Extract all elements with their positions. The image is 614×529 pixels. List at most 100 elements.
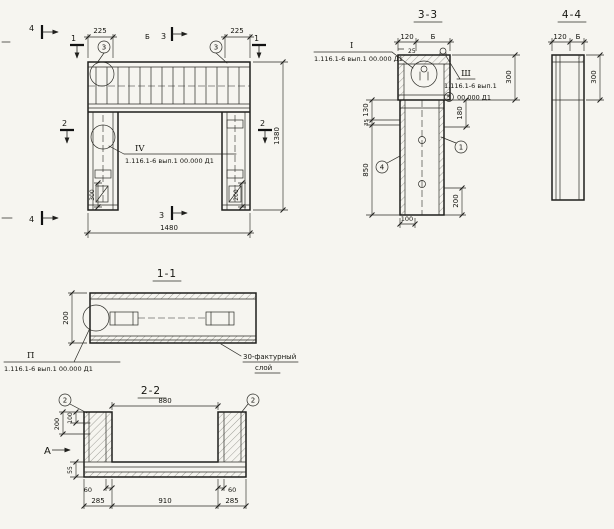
section-4-4-title: 4-4: [562, 9, 582, 21]
leg-wall-hatch-left: [400, 100, 405, 215]
section-1-1-dimension-ticks: [69, 290, 75, 346]
balloon-2-left-leader: [69, 403, 88, 414]
balloon-1-leader: [440, 136, 457, 144]
layer-note-underlines-and-leader: [220, 343, 299, 374]
detail-circle-left-leg: [90, 124, 116, 150]
note-right-line2: 00.000 Д1: [457, 94, 491, 102]
cut-label-2-right: 2: [260, 119, 265, 128]
series-note-text: 1.116.1-6 вып.1 00.000 Д1: [4, 365, 93, 373]
cut-label-2-left: 2: [62, 119, 67, 128]
leg-hole-lower: [418, 180, 426, 188]
section-4-4-outline: [551, 54, 585, 201]
textured-layer-hatch: [90, 336, 256, 343]
dim-285-right: 285: [225, 497, 238, 505]
dim-1480: 1480: [160, 224, 178, 232]
dim-35: 35: [364, 119, 370, 126]
dim-60-right: 60: [228, 486, 236, 494]
dim-b: Б: [576, 33, 581, 41]
balloon-3-left: 3: [102, 44, 106, 52]
dim-100: 100: [67, 412, 74, 424]
cut-label-3-bottom: 3: [159, 211, 164, 220]
balloon-3-right: 3: [214, 44, 218, 52]
section-4-4-hatch: [578, 55, 584, 62]
section-1-1-title: 1-1: [157, 268, 177, 280]
beam-top-flange-hatch: [398, 55, 450, 64]
section-4-4-details: [551, 54, 585, 201]
dim-120: 120: [553, 33, 566, 41]
dim-200: 200: [452, 194, 460, 207]
dim-leg-left-300: 300: [89, 189, 96, 201]
main-dimension-ticks: [85, 34, 286, 236]
balloon-1: 1: [459, 144, 463, 152]
beam-ribs-and-walls: [87, 66, 251, 211]
layer-note-line1: 30-фактурный: [243, 353, 296, 361]
embed-plate-left-lower: [95, 185, 109, 203]
dim-1380: 1380: [273, 127, 281, 145]
cut-label-3-top: 3: [161, 32, 166, 41]
beam-wall-hatch-right: [444, 64, 450, 100]
balloon-5: 5: [447, 94, 451, 102]
balloon-4-circle: [375, 160, 389, 174]
section-3-3-details: [397, 52, 451, 216]
section-2-2-dimension-ticks: [60, 403, 249, 509]
dim-leg-right-200: 200: [233, 189, 240, 201]
section-2-2-title: 2-2: [141, 385, 161, 397]
main-dimension-lines: [84, 34, 288, 238]
dim-120: 120: [400, 33, 413, 41]
balloon-5-circle: [444, 92, 454, 102]
cut-label-4-bottom: 4: [29, 215, 34, 224]
balloon-3-leaders: [96, 52, 228, 64]
section-4-4-dimension-lines: [548, 38, 604, 101]
balloon-4: 4: [380, 164, 385, 172]
dim-55: 55: [67, 466, 74, 474]
dim-b: Б: [431, 33, 436, 41]
anchor-loop-small: [420, 65, 428, 73]
section-4-4-dimension-ticks: [549, 39, 603, 103]
balloon-2-right-leader: [240, 403, 249, 414]
flange-hatch-left: [84, 412, 112, 462]
dim-225-right: 225: [230, 27, 243, 35]
dim-200: 200: [62, 311, 70, 324]
note-right-underline-and-leader: [445, 55, 476, 80]
beam-wall-hatch-left: [398, 64, 404, 100]
main-elevation-view: 4 4 1 1 2 2 3 3 Б 3 3 225 225 1380 1480 …: [29, 24, 288, 238]
flange-hatch-right: [218, 412, 246, 462]
rib-label: Б: [145, 33, 150, 41]
section-3-3-title: 3-3: [418, 9, 438, 21]
dim-60-left: 60: [84, 486, 92, 494]
embed-channel-left: [109, 311, 139, 326]
section-3-3: 3-3 120 Б 25 300 130 35 850 180 200 100 …: [313, 9, 520, 228]
dim-100: 100: [401, 215, 413, 223]
series-note-text: 1.116.1-6 вып.1 00.000 Д1: [125, 157, 214, 165]
series-note-leader: [108, 145, 237, 155]
frame-outline: [87, 61, 251, 211]
series-note-line-and-leader: [3, 327, 121, 363]
note-top-text: 1.116.1-6 вып.1 00.000 Д1: [314, 55, 403, 63]
section-3-3-dimension-ticks: [369, 39, 518, 227]
section-4-4: 4-4 120 Б 300: [548, 9, 604, 201]
weld-mark-II: П: [27, 351, 34, 361]
section-2-2: 2-2 2 2 880 100 200 55 А 60 60 285 910 2…: [44, 385, 260, 509]
dim-225-left: 225: [93, 27, 106, 35]
channel-section-outline: [83, 411, 247, 478]
dim-300: 300: [505, 70, 513, 83]
dim-880: 880: [158, 397, 171, 405]
detail-circle-panel-end: [82, 304, 110, 332]
balloon-2-right-circle: [246, 393, 260, 407]
balloon-2-left-circle: [58, 393, 72, 407]
lifting-loop: [439, 47, 447, 55]
dim-300: 300: [590, 70, 598, 83]
dim-25: 25: [408, 48, 416, 55]
balloon-1-circle: [454, 140, 468, 154]
cut-label-1-left: 1: [71, 34, 76, 43]
cut-label-4-top: 4: [29, 24, 34, 33]
dim-910: 910: [158, 497, 171, 505]
section-3-3-dimension-lines: [366, 38, 520, 228]
leg-hole-upper: [418, 136, 426, 144]
dim-850: 850: [362, 163, 370, 176]
detail-circle-anchor: [410, 60, 438, 88]
balloon-4-leader: [386, 155, 401, 164]
dim-200: 200: [53, 418, 61, 430]
